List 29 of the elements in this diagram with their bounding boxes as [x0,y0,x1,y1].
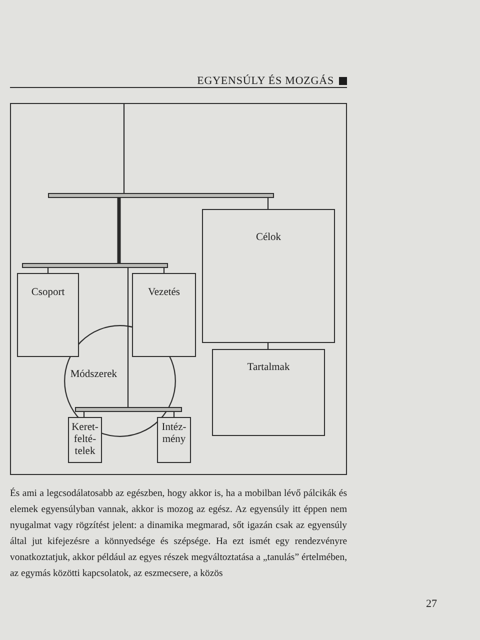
hanging-string [267,198,269,209]
hanging-string [127,268,129,326]
card-label: Célok [256,232,282,244]
hanging-card [68,417,102,463]
card-label: Keret- felté- telek [70,422,100,458]
ring-label: Módszerek [70,369,117,381]
hanging-card [17,273,79,357]
card-label: Vezetés [148,287,180,299]
hanging-string [123,104,125,193]
hanging-string [173,412,175,417]
card-label: Csoport [31,287,65,299]
body-paragraph: És ami a legcsodálatosabb az egészben, hogy akkor is, ha a mobilban lévő pálcikák és elemek egyensúlyban vannak, akkor is mozog az egész. Az egyensúly itt éppen nem nyugalmat vagy rögzítést jelent: a dinamika megmarad, sőt igazán csak az egyensúly által jut kifejezésre a könnyedsége és szépsége. Ha ezt ismét egy rendezvényre vonatkoztatjuk, akkor például az egyes részek megváltoztatása a „tanulás” értelmében, az egymás közötti kapcsolatok, az eszmecsere, a közös [10,486,347,581]
hanging-card [202,209,335,343]
hanging-card [132,273,196,357]
hanging-bar [48,193,274,198]
card-label: Intéz- mény [160,422,188,446]
hanging-string [267,343,269,349]
hanging-string [47,268,49,273]
page-number: 27 [426,598,437,611]
hanging-card [157,417,191,463]
running-head: EGYENSÚLY ÉS MOZGÁS [197,75,334,88]
hanging-bar [75,407,182,412]
card-label: Tartalmak [247,362,290,374]
hanging-bar [22,263,168,268]
hanging-string [127,326,129,407]
hanging-rod [117,198,121,263]
hanging-string [163,268,165,273]
hanging-card [212,349,325,436]
hanging-string [83,412,85,417]
